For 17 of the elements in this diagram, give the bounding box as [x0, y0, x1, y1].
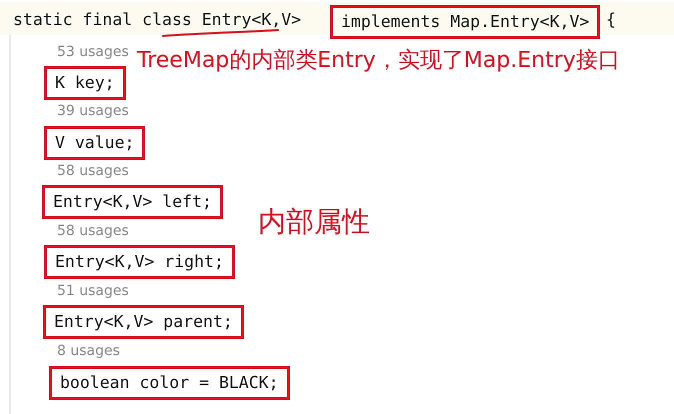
code-box: implements Map.Entry<K,V>: [330, 5, 600, 39]
usage-hint: 39 usages: [57, 102, 129, 120]
usage-hint: 53 usages: [57, 43, 129, 61]
code-box: Entry<K,V> left;: [42, 185, 223, 219]
code-box: boolean color = BLACK;: [49, 366, 290, 400]
code-text: {: [606, 9, 616, 31]
code-box: Entry<K,V> right;: [44, 245, 235, 279]
usage-hint: 58 usages: [57, 162, 129, 180]
annotation-text: 内部属性: [258, 204, 370, 240]
usage-hint: 51 usages: [57, 282, 129, 300]
usage-hint: 8 usages: [57, 342, 120, 360]
code-box: V value;: [44, 126, 146, 160]
code-text: static final class Entry<K,V>: [13, 9, 302, 31]
usage-hint: 58 usages: [57, 222, 129, 240]
code-box: K key;: [44, 66, 126, 100]
annotation-text: TreeMap的内部类Entry，实现了Map.Entry接口: [137, 47, 620, 75]
code-box: Entry<K,V> parent;: [43, 305, 244, 339]
